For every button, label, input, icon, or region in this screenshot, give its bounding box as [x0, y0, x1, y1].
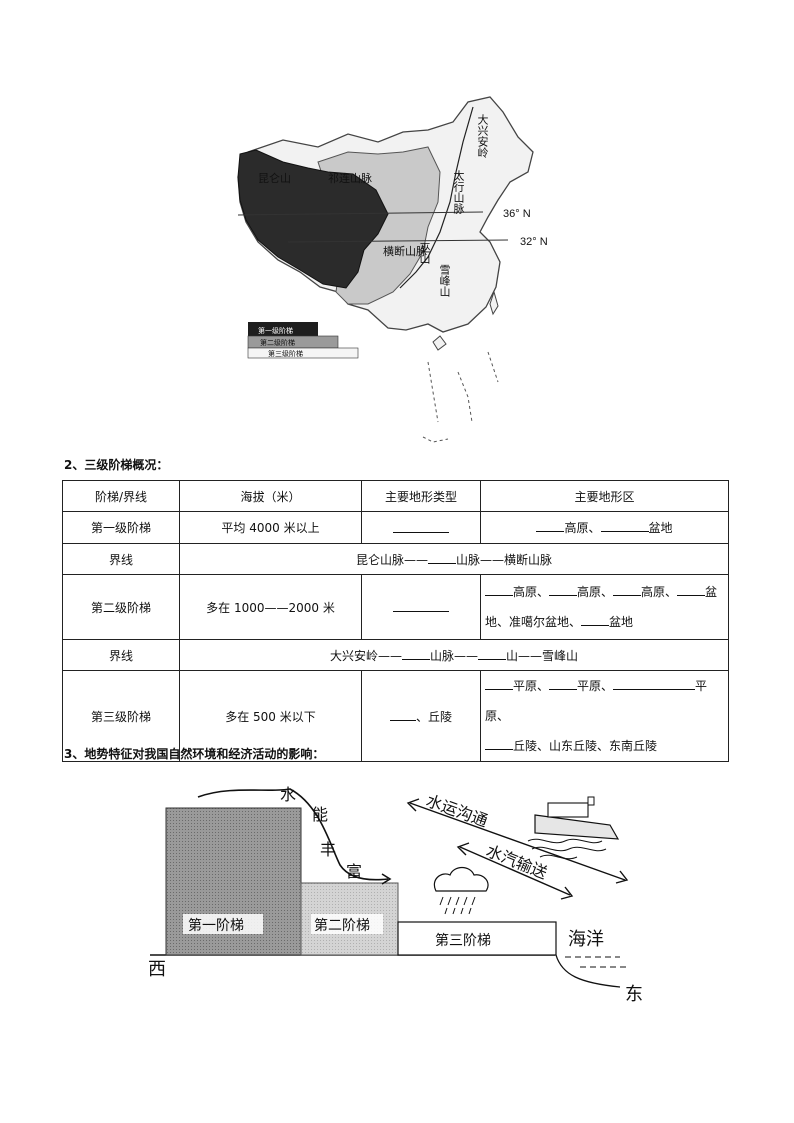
map-legend: 第一级阶梯 第二级阶梯 第三级阶梯	[247, 322, 359, 359]
step3-region-b: 平原、	[577, 679, 614, 693]
step2-region-c: 高原、	[641, 585, 678, 599]
step3-type: 、丘陵	[361, 670, 481, 762]
terrain-profile-diagram: 第一阶梯 第二阶梯 第三阶梯 西 东 海洋 水 能 丰 富 水运沟通 水汽输送	[140, 775, 660, 1015]
step3-label: 第三阶梯	[435, 932, 491, 948]
blank[interactable]	[389, 708, 416, 721]
hydro-char-3: 丰	[320, 841, 336, 859]
blank[interactable]	[613, 677, 696, 690]
china-terrain-map-graphic: 昆仑山 祁连山脉 36° N 32° N 大兴安岭 太行山脉 横断山脉 巫山 雪…	[237, 96, 548, 443]
label-kunlun: 昆仑山	[258, 171, 291, 185]
blank[interactable]	[549, 583, 578, 596]
blank[interactable]	[536, 519, 565, 532]
table-row-border1: 界线 昆仑山脉—— 山脉——横断山脉	[62, 543, 729, 575]
steps-table: 阶梯/界线 海拔（米） 主要地形类型 主要地形区 第一级阶梯 平均 4000 米…	[62, 480, 729, 762]
label-lat36: 36° N	[503, 208, 531, 220]
step3-type-suffix: 、丘陵	[415, 709, 452, 724]
section3-title: 3、地势特征对我国自然环境和经济活动的影响：	[64, 747, 325, 761]
blank[interactable]	[613, 583, 642, 596]
table-header-row: 阶梯/界线 海拔（米） 主要地形类型 主要地形区	[62, 480, 729, 512]
legend-step2: 第二级阶梯	[260, 338, 295, 347]
west-label: 西	[148, 959, 166, 979]
step1-name: 第一级阶梯	[62, 511, 180, 544]
border2-text-c: 山——雪峰山	[506, 648, 579, 663]
rain-cloud-icon	[433, 866, 489, 915]
table-row-border2: 界线 大兴安岭—— 山脉—— 山——雪峰山	[62, 639, 729, 671]
step1-label: 第一阶梯	[188, 917, 244, 933]
label-lat32: 32° N	[520, 236, 548, 248]
water-transport-arrow	[409, 802, 626, 881]
step1-altitude: 平均 4000 米以上	[179, 511, 362, 544]
blank[interactable]	[401, 647, 430, 660]
header-step: 阶梯/界线	[62, 480, 180, 512]
ocean-label: 海洋	[568, 929, 604, 949]
blank[interactable]	[581, 613, 610, 626]
step2-region-a: 高原、	[513, 585, 550, 599]
east-label: 东	[625, 984, 643, 1004]
table-row-step2: 第二级阶梯 多在 1000——2000 米 高原、 高原、 高原、 盆 地、准噶尔盆地…	[62, 574, 729, 640]
terrain-map: 昆仑山 祁连山脉 36° N 32° N 大兴安岭 太行山脉 横断山脉 巫山 雪…	[228, 92, 568, 447]
step3-regions: 平原、平原、平原、 丘陵、山东丘陵、东南丘陵	[480, 670, 729, 762]
label-xuefeng: 雪峰山	[438, 264, 451, 297]
border1-text: 昆仑山脉—— 山脉——横断山脉	[179, 543, 729, 575]
label-hengduan: 横断山脉	[383, 244, 427, 258]
step2-type-blank[interactable]	[361, 574, 481, 640]
step3-region-c: 平原、	[485, 679, 708, 723]
step2-region-f: 盆地	[609, 615, 634, 629]
step1-region-a: 高原、	[564, 521, 601, 535]
hydro-char-4: 富	[346, 863, 362, 881]
step3-region-d: 丘陵、山东丘陵、东南丘陵	[513, 739, 658, 753]
step3-altitude: 多在 500 米以下	[179, 670, 362, 762]
step3-block	[397, 921, 557, 956]
step2-region-d: 盆	[705, 585, 718, 599]
table-row-step1: 第一级阶梯 平均 4000 米以上 高原、 盆地	[62, 511, 729, 544]
vapor-transport-label: 水汽输送	[484, 842, 550, 883]
step3-region-a: 平原、	[513, 679, 550, 693]
water-transport-label: 水运沟通	[424, 792, 490, 831]
vapor-transport-arrow	[459, 846, 571, 896]
border2-text-b: 山脉——	[429, 648, 478, 663]
step2-regions: 高原、 高原、 高原、 盆 地、准噶尔盆地、 盆地	[480, 574, 729, 640]
step2-region-e: 地、准噶尔盆地、	[485, 615, 582, 629]
step1-type-blank[interactable]	[361, 511, 481, 544]
legend-step3: 第三级阶梯	[268, 349, 303, 358]
step2-region-b: 高原、	[577, 585, 614, 599]
border2-text-a: 大兴安岭——	[329, 648, 402, 663]
blank[interactable]	[485, 583, 513, 596]
step3-name: 第三级阶梯	[62, 670, 180, 762]
label-taihang: 太行山脉	[452, 170, 465, 214]
blank[interactable]	[677, 583, 706, 596]
hydro-char-1: 水	[280, 786, 296, 804]
header-region: 主要地形区	[480, 480, 729, 512]
step2-name: 第二级阶梯	[62, 574, 180, 640]
label-wushan: 巫山	[418, 242, 431, 264]
step1-regions: 高原、 盆地	[480, 511, 729, 544]
blank[interactable]	[600, 519, 649, 532]
ship-icon	[527, 796, 620, 860]
section2-title: 2、三级阶梯概况：	[64, 458, 169, 472]
border1-text-b: 山脉——横断山脉	[456, 552, 553, 567]
blank[interactable]	[549, 677, 578, 690]
label-daxinganling: 大兴安岭	[476, 113, 489, 159]
step2-altitude: 多在 1000——2000 米	[179, 574, 362, 640]
blank[interactable]	[485, 677, 513, 690]
header-altitude: 海拔（米）	[179, 480, 362, 512]
header-type: 主要地形类型	[361, 480, 481, 512]
blank[interactable]	[428, 551, 456, 564]
border1-text-a: 昆仑山脉——	[355, 552, 428, 567]
step1-region-b: 盆地	[648, 521, 673, 535]
blank[interactable]	[478, 647, 506, 660]
border1-name: 界线	[62, 543, 180, 575]
border2-text: 大兴安岭—— 山脉—— 山——雪峰山	[179, 639, 729, 671]
label-qilian: 祁连山脉	[328, 171, 372, 185]
hydro-char-2: 能	[312, 806, 328, 824]
step2-label: 第二阶梯	[314, 917, 370, 933]
blank[interactable]	[485, 737, 513, 750]
terrain-profile-graphic: 第一阶梯 第二阶梯 第三阶梯 西 东 海洋 水 能 丰 富 水运沟通 水汽输送	[148, 786, 643, 1004]
border2-name: 界线	[62, 639, 180, 671]
legend-step1: 第一级阶梯	[258, 326, 293, 335]
table-row-step3: 第三级阶梯 多在 500 米以下 、丘陵 平原、平原、平原、 丘陵、山东丘陵、东…	[62, 670, 729, 762]
